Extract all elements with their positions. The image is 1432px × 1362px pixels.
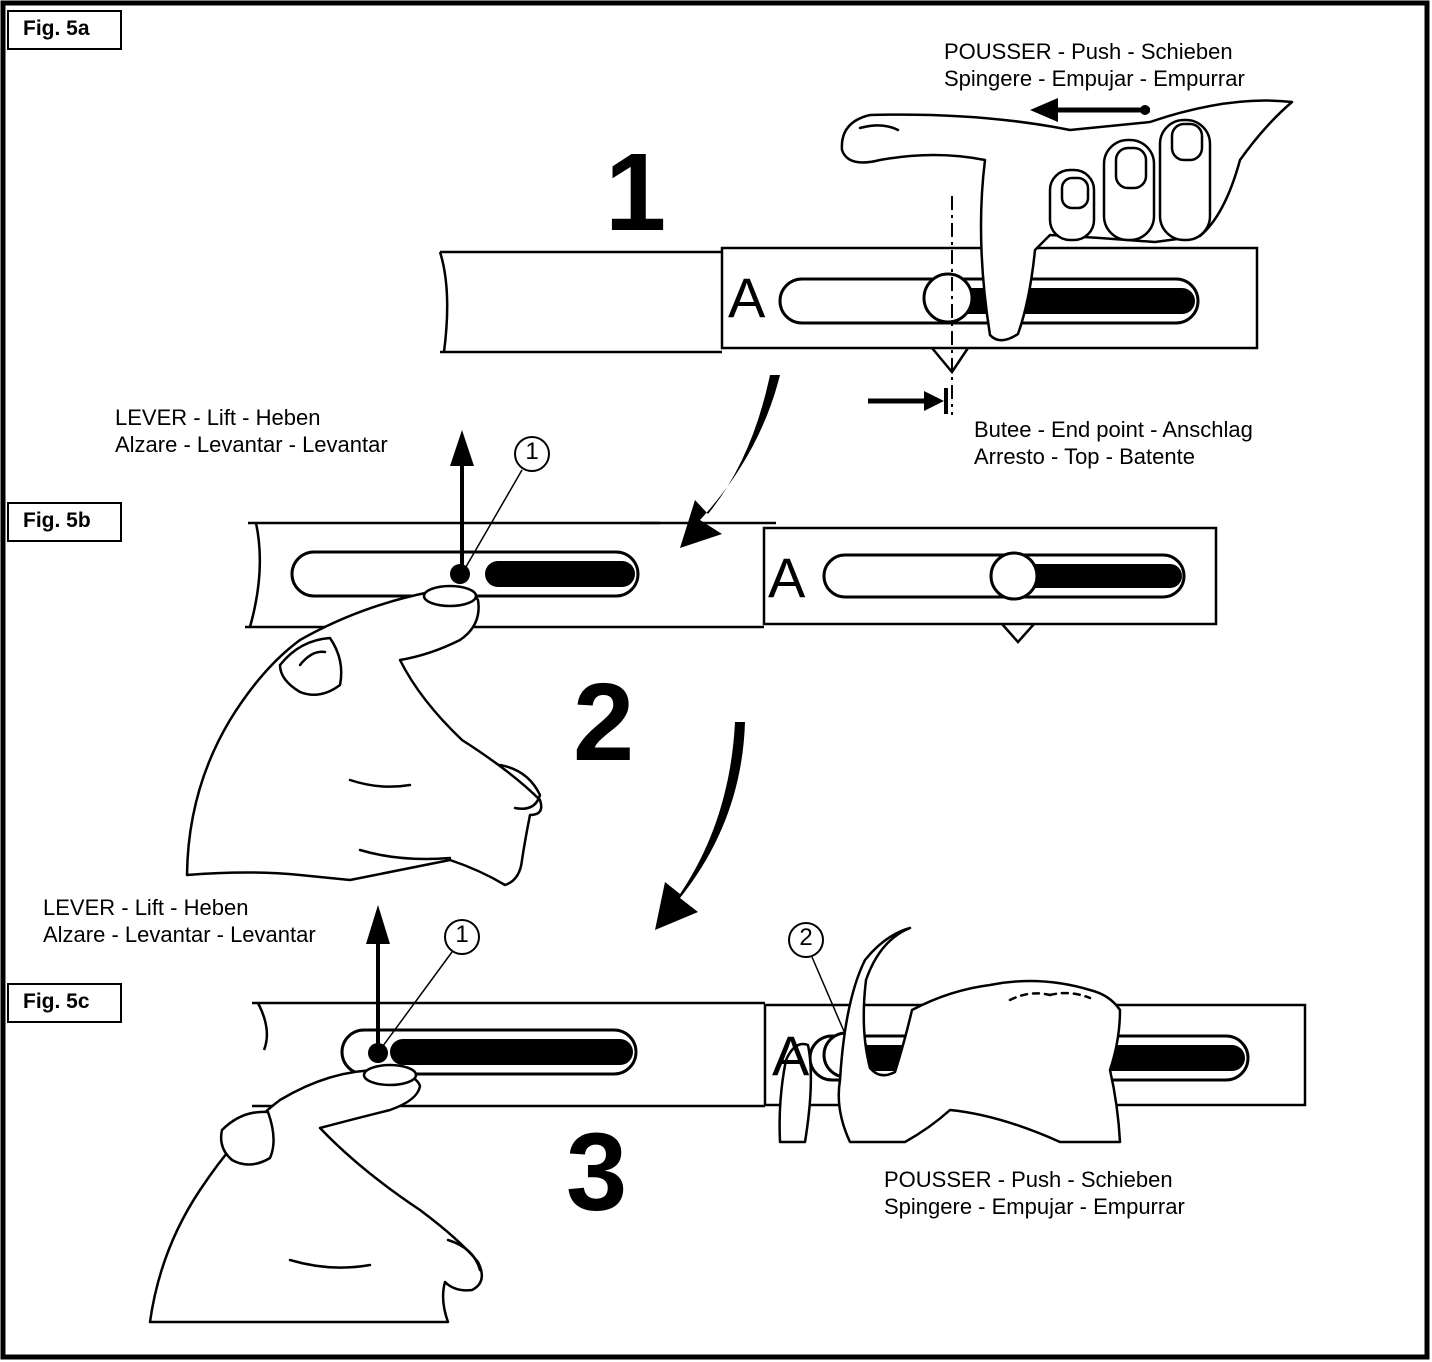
caption-lift-c-line2: Alzare - Levantar - Levantar (43, 922, 316, 947)
callout-line-1b (462, 469, 523, 573)
hand-pushing-icon (840, 99, 1294, 342)
flow-arrow-1 (680, 375, 780, 548)
push-arrow-top (1030, 98, 1150, 122)
fig-5c-label: Fig. 5c (7, 983, 122, 1023)
callout-circle-1c (444, 919, 480, 955)
flow-arrow-2 (655, 722, 745, 930)
caption-push-bottom-line1: POUSSER - Push - Schieben (884, 1167, 1173, 1192)
caption-lift-c: LEVER - Lift - Heben Alzare - Levantar -… (43, 894, 316, 948)
adjust-slot-step2-right (822, 551, 1186, 601)
caption-push-top-line1: POUSSER - Push - Schieben (944, 39, 1233, 64)
callout-circle-1b (514, 436, 550, 472)
hand-lifting-icon-b (185, 584, 543, 887)
fig-5b-label: Fig. 5b (7, 502, 122, 542)
caption-end-point: Butee - End point - Anschlag Arresto - T… (974, 416, 1253, 470)
caption-push-bottom: POUSSER - Push - Schieben Spingere - Emp… (884, 1166, 1185, 1220)
caption-push-top: POUSSER - Push - Schieben Spingere - Emp… (944, 38, 1245, 92)
hand-lifting-icon-c (148, 1063, 484, 1324)
slot-letter-a-2: A (768, 546, 806, 609)
adjust-slot-step3-left (340, 1028, 638, 1076)
caption-lift-b-line1: LEVER - Lift - Heben (115, 405, 321, 430)
step-number-1: 1 (605, 131, 667, 254)
callout-number-2c: 2 (799, 924, 813, 951)
caption-end-point-line1: Butee - End point - Anschlag (974, 417, 1253, 442)
hand-pushing-icon-c (778, 926, 1122, 1144)
slot-letter-a-3: A (772, 1024, 810, 1087)
callout-number-1c: 1 (455, 921, 469, 948)
step-number-2: 2 (573, 661, 635, 784)
step-number-3: 3 (566, 1111, 628, 1234)
lift-arrow-step3 (366, 905, 390, 1063)
caption-push-bottom-line2: Spingere - Empujar - Empurrar (884, 1194, 1185, 1219)
callout-line-2c (811, 956, 847, 1037)
callout-circle-2c (788, 922, 824, 958)
end-point-arrow (868, 388, 948, 414)
callout-number-1b: 1 (525, 438, 539, 465)
fig-5a-label: Fig. 5a (7, 10, 122, 50)
callout-line-1c (379, 951, 453, 1051)
caption-lift-b: LEVER - Lift - Heben Alzare - Levantar -… (115, 404, 388, 458)
caption-lift-b-line2: Alzare - Levantar - Levantar (115, 432, 388, 457)
caption-lift-c-line1: LEVER - Lift - Heben (43, 895, 249, 920)
slot-letter-a-1: A (728, 266, 766, 329)
caption-end-point-line2: Arresto - Top - Batente (974, 444, 1195, 469)
caption-push-top-line2: Spingere - Empujar - Empurrar (944, 66, 1245, 91)
